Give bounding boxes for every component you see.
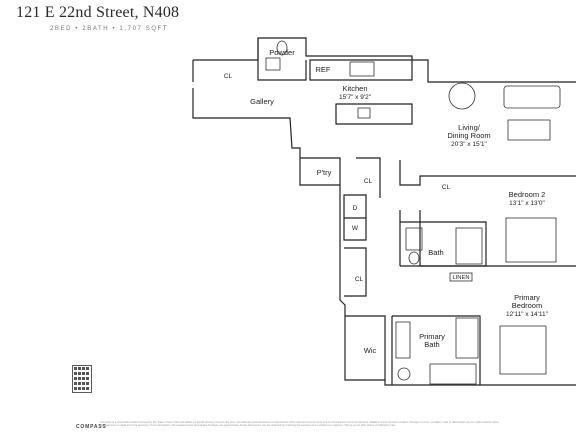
primary-bath-label-line2: Bath [424,340,439,349]
bath-walls [400,221,487,267]
powder-label: Powder [269,48,295,57]
wic-walls [345,315,386,380]
coffee-table [507,119,551,141]
living-south-wall [399,160,576,186]
linen-label: LINEN [452,275,469,281]
primary-bedroom-label-line1: Primary [514,293,540,302]
bed2-closet-label: CL [442,184,451,191]
primary-toilet [397,367,411,381]
range-stove [349,61,375,77]
ref-label: REF [316,65,331,74]
living-dims: 20'3" x 15'1" [451,141,487,148]
powder-sink [265,57,281,71]
pantry-closet-label: CL [364,178,373,185]
bath-toilet [408,251,420,265]
hall-closet [344,247,367,297]
primary-bedroom-dims: 12'11" x 14'11" [506,311,549,318]
bedroom2-west-wall [399,210,421,266]
gallery-label: Gallery [250,97,274,106]
wic-label: Wic [364,346,377,355]
primary-shower [455,317,479,359]
dryer-label: D [353,205,358,212]
dining-table [448,82,476,110]
hall-closet-label: CL [355,276,364,283]
primary-bedroom-label-line2: Bedroom [512,301,542,310]
sofa [503,85,561,109]
kitchen-counter [309,59,413,81]
primary-bath-walls [391,315,481,385]
bath-label: Bath [428,248,443,257]
kitchen-island [335,103,413,125]
corridor-wall-left [339,185,576,386]
bedroom2-label: Bedroom 2 [509,190,546,199]
washer-label: W [352,225,359,232]
living-label-line1: Living/ [458,123,481,132]
dw-closet [343,194,367,241]
bath-vanity [405,227,423,251]
bath-tub [455,227,483,265]
primary-vanity [395,321,411,359]
compass-logo: COMPASS [76,424,107,430]
pantry-label: P'try [317,168,332,177]
pantry-walls [300,157,381,198]
kitchen-sink [357,107,371,119]
legal-disclaimer: Compass is a real estate broker licensed… [100,421,570,427]
exterior-wall-left [192,60,340,186]
bed2-bed [505,217,557,263]
key-plan-icon [72,365,92,393]
primary-tub-shower [429,363,477,385]
disclaimer-line-2: No statement is made as to the accuracy … [100,424,396,428]
powder-toilet [276,40,288,56]
bedroom2-dims: 13'1" x 13'0" [509,200,545,207]
primary-bed [499,325,547,375]
primary-bath-label-line1: Primary [419,332,445,341]
disclaimer-line-1: Compass is a real estate broker licensed… [100,421,500,424]
powder-walls [257,38,307,81]
kitchen-dims: 15'7" x 9'2" [339,94,372,101]
kitchen-label: Kitchen [342,84,367,93]
linen-closet [449,272,473,282]
page-title: 121 E 22nd Street, N408 [16,4,180,21]
unit-summary: 2BED • 2BATH • 1,707 SQFT [50,26,169,32]
living-label-line2: Dining Room [447,131,490,140]
gallery-closet-label: CL [224,73,233,80]
